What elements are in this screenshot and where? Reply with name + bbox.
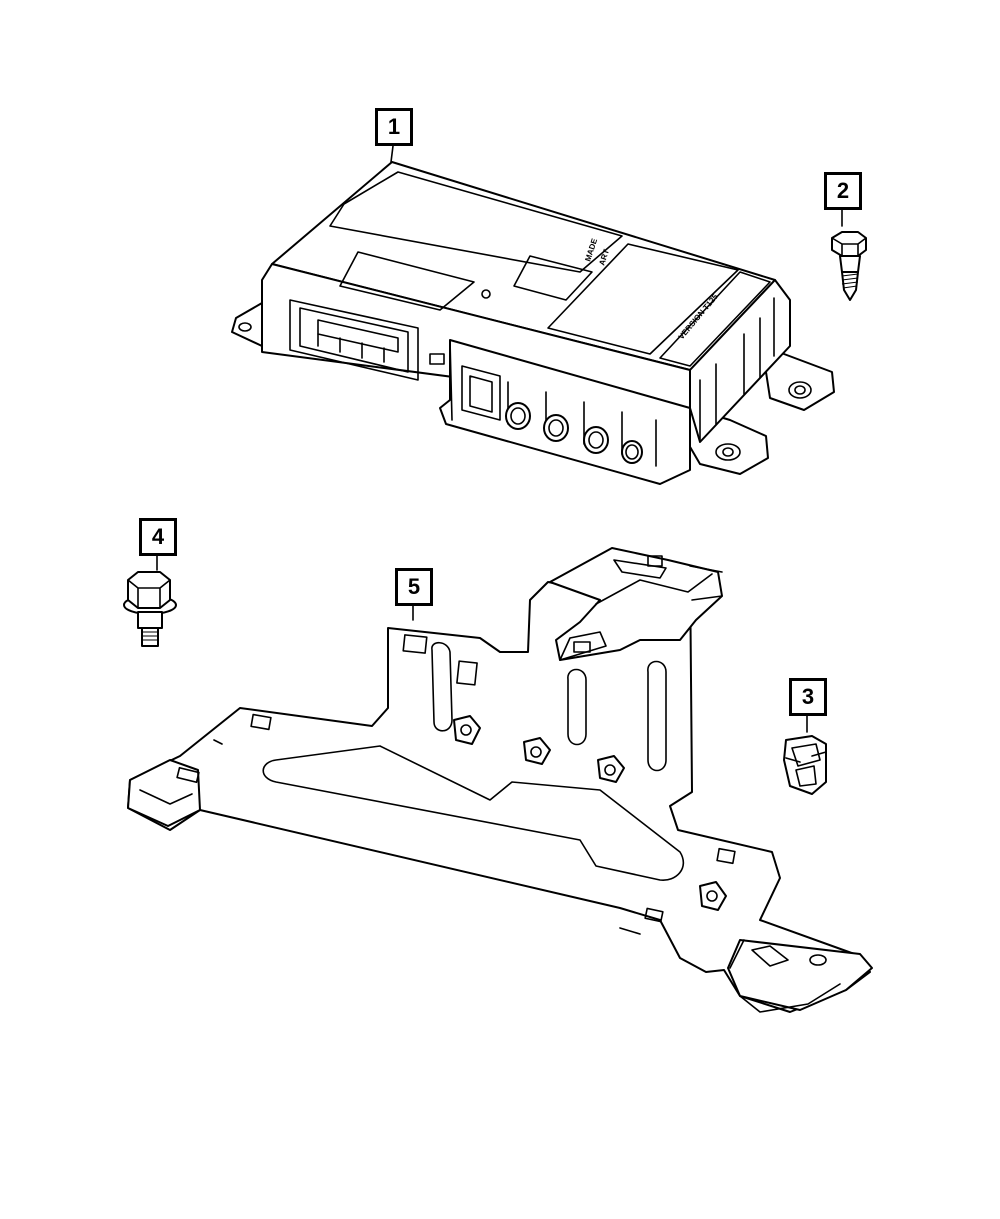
callout-5: 5 — [395, 568, 433, 606]
callout-3: 3 — [789, 678, 827, 716]
callout-1: 1 — [375, 108, 413, 146]
leader-lines — [156, 145, 843, 733]
screw — [831, 231, 867, 301]
callout-4: 4 — [139, 518, 177, 556]
clip-nut — [783, 735, 827, 795]
bolt — [123, 571, 177, 647]
callout-2: 2 — [824, 172, 862, 210]
mounting-bracket — [127, 547, 873, 1013]
electronic-module: MADE ART VERSION T125 — [231, 161, 835, 485]
